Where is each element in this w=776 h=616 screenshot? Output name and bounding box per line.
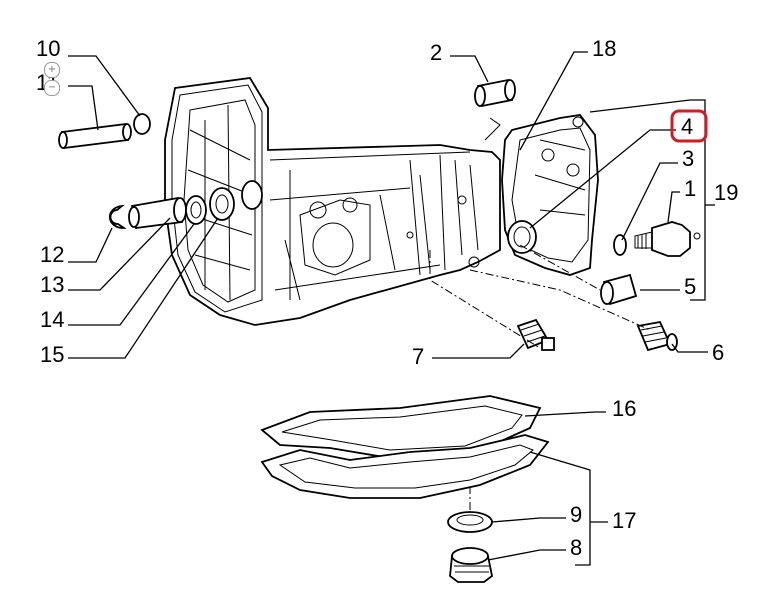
callout-4: 4 xyxy=(681,114,693,139)
callout-15: 15 xyxy=(40,342,64,367)
switch-part-1 xyxy=(634,221,701,257)
callout-9: 9 xyxy=(570,502,582,527)
gasket-part-16 xyxy=(260,395,542,459)
circlip-part-12 xyxy=(108,204,127,229)
leader-lines xyxy=(68,51,715,566)
callout-16: 16 xyxy=(612,396,636,421)
bearing-part-14 xyxy=(185,195,207,225)
highlight-box-part-4[interactable] xyxy=(670,109,708,143)
callout-labels: 10 11 12 13 14 15 2 18 4 3 1 19 5 6 7 16… xyxy=(36,36,738,560)
seal-part-9 xyxy=(447,511,493,533)
washer-part-10 xyxy=(133,113,151,135)
seal-ring-part-4 xyxy=(507,220,537,254)
callout-19: 19 xyxy=(714,180,738,205)
callout-13: 13 xyxy=(40,272,64,297)
callout-10: 10 xyxy=(36,36,60,61)
callout-7: 7 xyxy=(412,344,424,369)
shaft-part-13 xyxy=(128,196,187,230)
pin-part-11 xyxy=(58,122,132,150)
sleeve-part-2 xyxy=(474,78,516,141)
callout-18: 18 xyxy=(592,36,616,61)
gearbox-housing xyxy=(164,77,501,326)
callout-6: 6 xyxy=(712,340,724,365)
plug-part-6 xyxy=(636,320,678,352)
bushing-part-5 xyxy=(600,273,638,306)
plug-part-7 xyxy=(516,318,555,351)
callout-8: 8 xyxy=(570,535,582,560)
callout-14: 14 xyxy=(40,307,64,332)
zoom-out-icon[interactable]: − xyxy=(44,80,60,96)
callout-3: 3 xyxy=(682,146,694,171)
drain-plug-part-8 xyxy=(449,547,493,583)
callout-5: 5 xyxy=(684,274,696,299)
callout-1: 1 xyxy=(684,176,696,201)
gasket-part-17 xyxy=(260,434,550,499)
callout-17: 17 xyxy=(612,508,636,533)
callout-2: 2 xyxy=(430,40,442,65)
callout-12: 12 xyxy=(40,242,64,267)
washer-part-3 xyxy=(613,234,627,256)
bearing-part-15 xyxy=(209,187,235,221)
zoom-in-icon[interactable]: + xyxy=(44,62,60,78)
